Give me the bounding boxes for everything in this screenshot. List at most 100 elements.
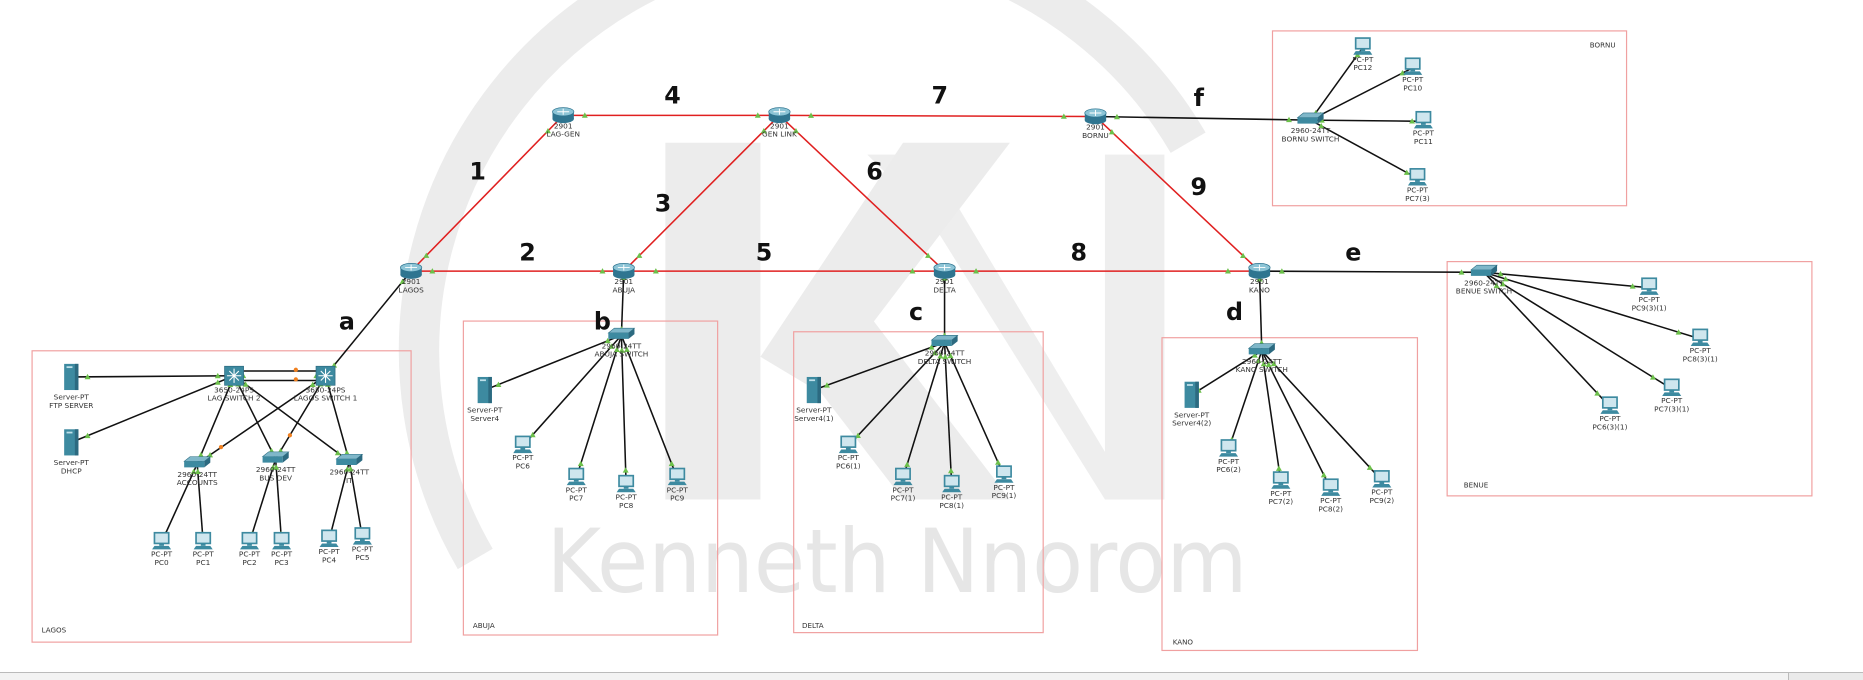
device-name-label: PC9(2)	[1369, 496, 1394, 505]
area-abuja[interactable]	[462, 320, 719, 636]
device-model-label: Server-PT	[54, 458, 90, 467]
link-benue_sw-pc831[interactable]	[1483, 271, 1701, 340]
link-abuja_r-genlink[interactable]	[623, 114, 780, 272]
link-lsw2-it[interactable]	[233, 375, 350, 463]
link-genlink-delta_r[interactable]	[778, 114, 946, 272]
area-benue[interactable]	[1446, 261, 1813, 497]
link-kano_sw-pc82[interactable]	[1261, 350, 1332, 490]
router-icon	[552, 107, 575, 124]
port-status-up-icon	[242, 381, 249, 387]
link-laggen-genlink[interactable]	[563, 112, 780, 118]
link-bornu_sw-pc10[interactable]	[1310, 67, 1414, 121]
link-ftp-lsw2[interactable]	[71, 372, 235, 380]
link-delta_sw-pc81[interactable]	[942, 342, 954, 486]
device-name-label: PC4	[322, 555, 337, 564]
area-bornu[interactable]	[1271, 30, 1628, 207]
horizontal-scrollbar[interactable]	[0, 672, 1788, 680]
link-lsw2-lsw1[interactable]	[234, 370, 326, 382]
link-benue_sw-pc631[interactable]	[1483, 271, 1611, 408]
link-kano_r-benue_sw[interactable]	[1259, 268, 1484, 275]
device-name-label: BUS DEV	[259, 473, 292, 482]
link-abuja_sw-srv4[interactable]	[484, 334, 622, 391]
device-name-label: DELTA SWITCH	[918, 357, 972, 366]
area-kano[interactable]	[1161, 337, 1419, 652]
area-lagos[interactable]	[31, 350, 412, 643]
link-dhcp-lsw2[interactable]	[70, 375, 235, 444]
device-model-label: PC-PT	[352, 545, 374, 554]
link-bornu_sw-pc73[interactable]	[1310, 119, 1418, 180]
link-abuja_r-delta_r[interactable]	[623, 268, 945, 274]
link-abuja_sw-pc8[interactable]	[618, 335, 629, 486]
link-abuja_sw-pc7[interactable]	[575, 335, 623, 479]
link-delta_sw-srv41[interactable]	[813, 341, 945, 391]
link-abuja_sw-pc9[interactable]	[620, 335, 678, 479]
link-delta_sw-pc91[interactable]	[943, 342, 1005, 476]
link-kano_sw-pc72[interactable]	[1260, 350, 1282, 482]
area-delta[interactable]	[793, 331, 1044, 634]
link-bornu_r-bornu_sw[interactable]	[1095, 113, 1311, 123]
link-genlink-bornu_r[interactable]	[779, 112, 1096, 119]
link-benue_sw-pc731[interactable]	[1483, 271, 1673, 390]
link-lagos_r-laggen[interactable]	[410, 114, 564, 272]
link-lagos_r-abuja_r[interactable]	[411, 268, 624, 274]
link-kano_sw-pc92[interactable]	[1261, 350, 1383, 481]
link-bornu_r-kano_r[interactable]	[1094, 115, 1260, 272]
link-delta_sw-pc61[interactable]	[847, 341, 946, 447]
link-bornu_sw-pc11[interactable]	[1310, 117, 1424, 124]
link-abuja_sw-pc6[interactable]	[522, 334, 622, 447]
link-benue_sw-pc931[interactable]	[1483, 270, 1650, 289]
link-delta_r-kano_r[interactable]	[944, 268, 1260, 274]
link-lsw1-acc[interactable]	[196, 375, 326, 465]
link-delta_sw-pc71[interactable]	[902, 342, 946, 479]
